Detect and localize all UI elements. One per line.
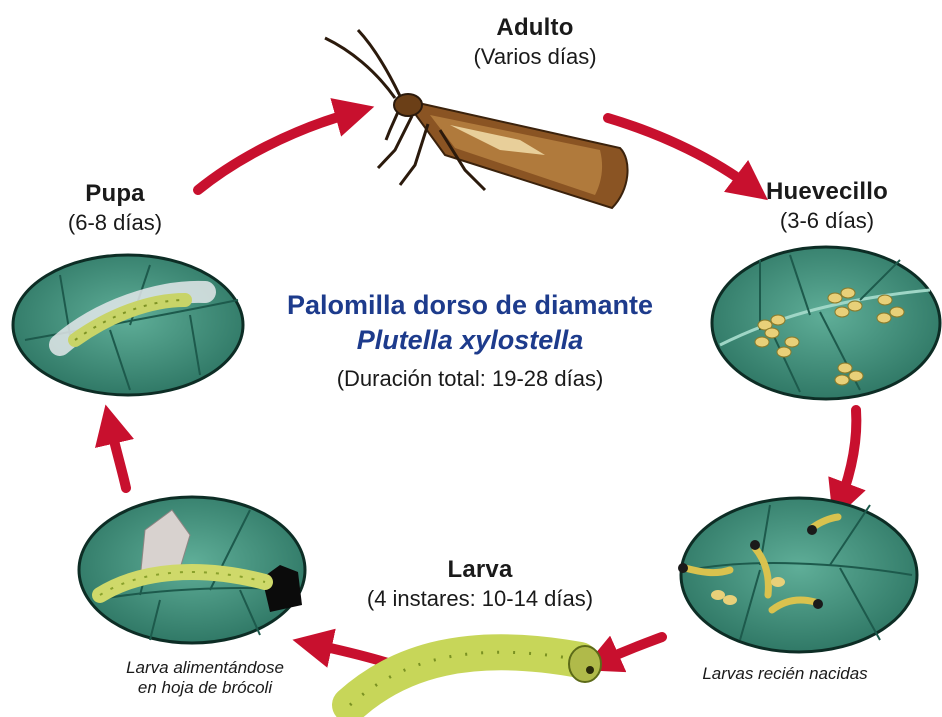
caption-feeding-larva: Larva alimentándose en hoja de brócoli — [100, 658, 310, 698]
newborn-larvae-leaf-illustration — [678, 498, 917, 652]
arrow-feeding-larva-to-pupa — [110, 424, 126, 488]
stage-title-egg: Huevecillo — [722, 178, 932, 206]
stage-label-adult: Adulto (Varios días) — [420, 14, 650, 70]
diagram-title-block: Palomilla dorso de diamante Plutella xyl… — [250, 290, 690, 392]
arrow-egg-to-newborn-larvae — [840, 410, 856, 502]
stage-duration-adult: (Varios días) — [420, 44, 650, 70]
stage-label-larva: Larva (4 instares: 10-14 días) — [330, 556, 630, 612]
larva-illustration — [350, 646, 601, 705]
caption-feeding-larva-line1: Larva alimentándose — [100, 658, 310, 678]
common-name: Palomilla dorso de diamante — [250, 290, 690, 321]
total-duration: (Duración total: 19-28 días) — [250, 366, 690, 392]
arrow-larva-to-feeding-larva — [312, 644, 388, 663]
eggs-leaf-illustration — [712, 247, 940, 399]
pupa-leaf-illustration — [13, 255, 243, 395]
scientific-name: Plutella xylostella — [250, 325, 690, 356]
stage-duration-egg: (3-6 días) — [722, 208, 932, 234]
arrow-newborn-larvae-to-larva — [600, 637, 662, 662]
caption-feeding-larva-line2: en hoja de brócoli — [100, 678, 310, 698]
stage-duration-pupa: (6-8 días) — [40, 210, 190, 236]
stage-label-pupa: Pupa (6-8 días) — [40, 180, 190, 236]
stage-title-larva: Larva — [330, 556, 630, 584]
stage-title-adult: Adulto — [420, 14, 650, 42]
stage-title-pupa: Pupa — [40, 180, 190, 208]
arrow-pupa-to-adult — [198, 112, 355, 190]
stage-duration-larva: (4 instares: 10-14 días) — [330, 586, 630, 612]
feeding-larva-leaf-illustration — [79, 497, 305, 643]
caption-newborn-larvae-text: Larvas recién nacidas — [702, 664, 867, 683]
stage-label-egg: Huevecillo (3-6 días) — [722, 178, 932, 234]
caption-newborn-larvae: Larvas recién nacidas — [680, 664, 890, 684]
